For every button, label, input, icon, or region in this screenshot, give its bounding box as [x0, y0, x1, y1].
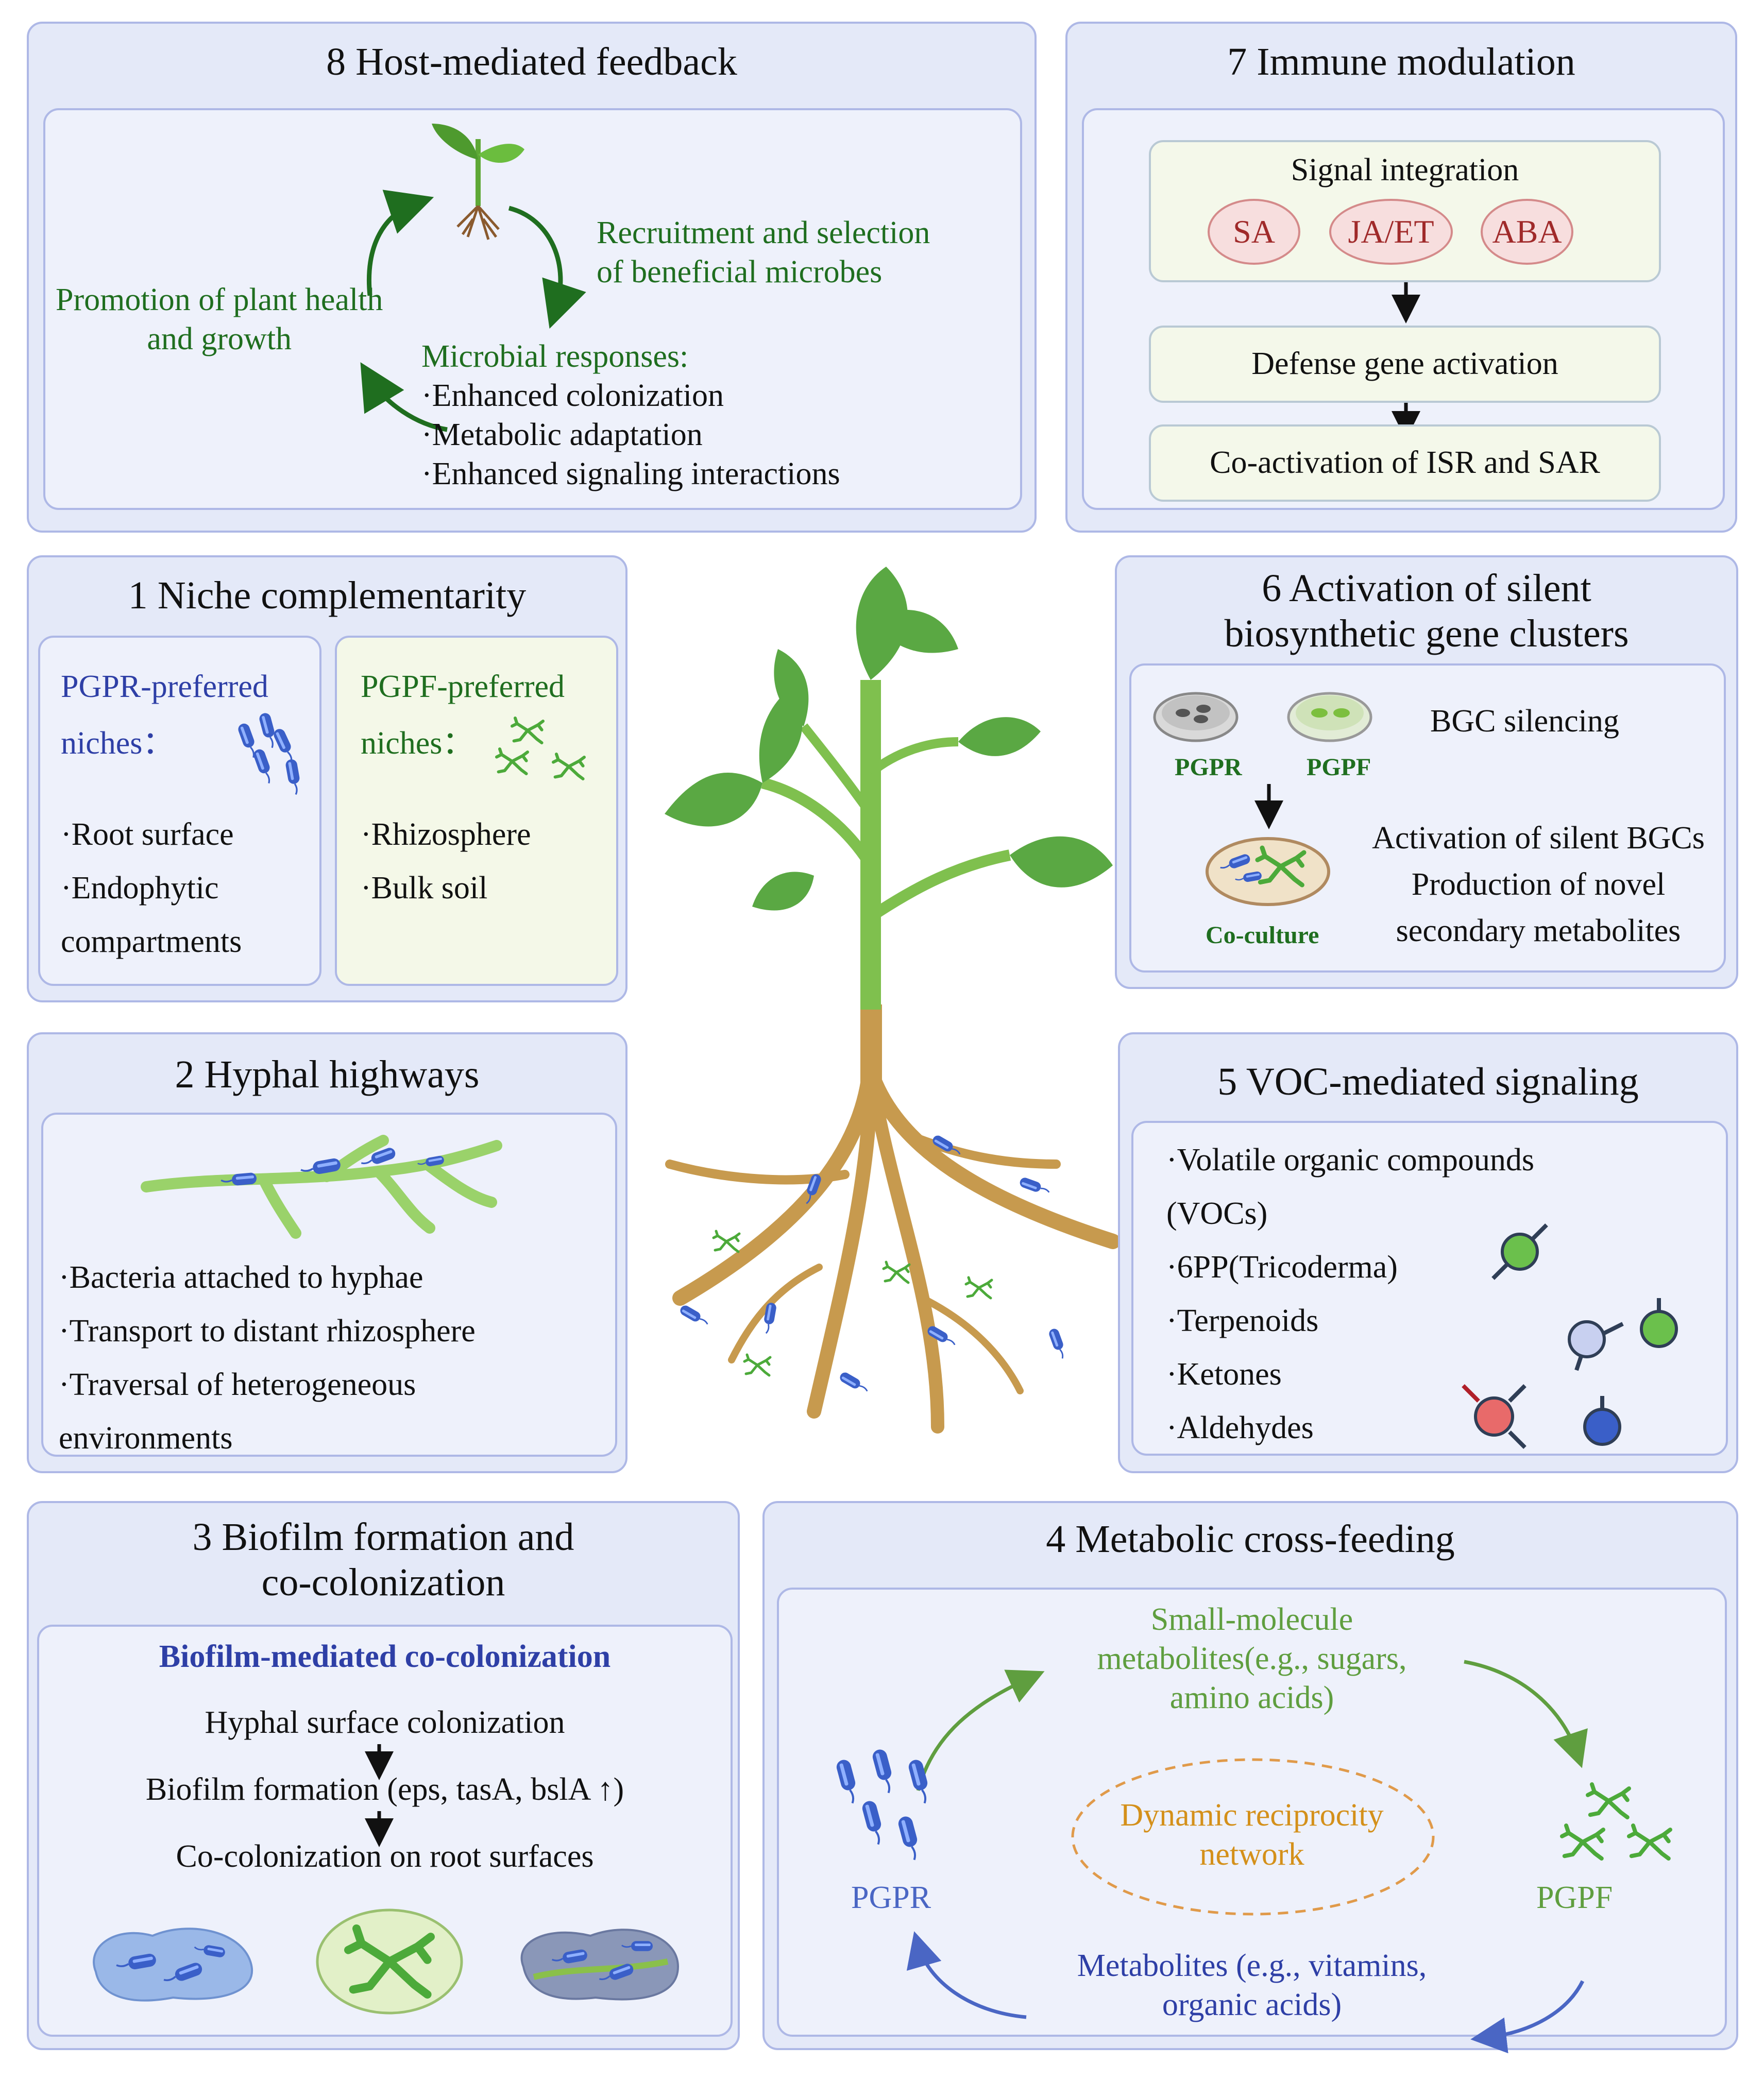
biofilm-icon — [316, 1908, 463, 2015]
panel-voc: 5 VOC-mediated signaling ·Volatile organ… — [1118, 1032, 1738, 1473]
defense-gene-box: Defense gene activation — [1149, 326, 1661, 403]
pgpf-label: PGPF — [1536, 1880, 1613, 1915]
panel-immune-modulation: 7 Immune modulation Signal integration S… — [1065, 22, 1737, 533]
panel-title: 8 Host-mediated feedback — [326, 40, 737, 83]
dish-label-pgpf: PGPF — [1307, 754, 1371, 781]
panel-host-feedback: 8 Host-mediated feedback Recruitment and… — [27, 22, 1037, 533]
fungi-icon — [1552, 1775, 1686, 1878]
pgpr-label: PGPR — [851, 1880, 931, 1915]
voc-body: ·Volatile organic compounds(VOCs)·6PP(Tr… — [1131, 1121, 1728, 1456]
panel-title: 4 Metabolic cross-feeding — [1046, 1518, 1455, 1561]
panel-title: 5 VOC-mediated signaling — [1217, 1060, 1639, 1103]
hyphal-items: ·Bacteria attached to hyphae·Transport t… — [59, 1260, 476, 1456]
plant-illustration — [665, 567, 1121, 1434]
panel-title: 1 Niche complementarity — [128, 574, 527, 617]
petri-dish-icon — [1206, 837, 1330, 906]
biofilm-icon — [520, 1929, 680, 2001]
signal-integration-box: Signal integration SA JA/ET ABA — [1149, 140, 1661, 282]
voc-items: ·Volatile organic compounds(VOCs)·6PP(Tr… — [1166, 1143, 1535, 1445]
panel-cross-feeding: 4 Metabolic cross-feeding Small-molecule… — [762, 1501, 1738, 2054]
hormone-sa: SA — [1208, 199, 1300, 265]
panel-title: 2 Hyphal highways — [175, 1053, 480, 1096]
bacteria-icon — [235, 711, 303, 796]
down-arrow-icon — [1392, 282, 1420, 323]
petri-dish-icon — [1287, 692, 1372, 742]
fungi-icon — [491, 715, 595, 787]
panel-hyphal-highways: 2 Hyphal highways ·Bacteria attached to … — [27, 1032, 627, 1473]
down-arrow-icon — [365, 1811, 394, 1847]
down-arrow-icon — [365, 1744, 394, 1780]
biofilm-body: Biofilm-mediated co-colonization Hyphal … — [37, 1625, 733, 2037]
dish-label-pgpr: PGPR — [1175, 754, 1242, 781]
immune-body: Signal integration SA JA/ET ABA Defense … — [1082, 108, 1725, 510]
down-arrow-icon — [1254, 784, 1283, 829]
seedling-icon — [432, 124, 524, 240]
bgc-body: PGPR PGPF BGC silencing Co-culture Activ… — [1129, 663, 1726, 973]
metabolites-text: Metabolites (e.g., vitamins,organic acid… — [1077, 1948, 1427, 2022]
down-arrow-icon — [1392, 403, 1420, 440]
hyphal-body: ·Bacteria attached to hyphae·Transport t… — [41, 1113, 617, 1457]
biofilm-icon — [93, 1928, 253, 2002]
microbial-responses: Microbial responses: ·Enhanced colonizat… — [421, 339, 840, 491]
feedback-cycle-arrows — [360, 190, 586, 432]
panel-title: 7 Immune modulation — [1227, 40, 1575, 83]
coactivation-box: Co-activation of ISR and SAR — [1149, 424, 1661, 502]
cycle-arrows — [906, 1660, 1588, 2054]
hormone-ja-et: JA/ET — [1329, 199, 1453, 265]
dish-label-coculture: Co-culture — [1206, 922, 1319, 949]
molecule-icon — [1462, 1211, 1678, 1449]
bacteria-icon — [834, 1747, 934, 1863]
petri-dish-icon — [1153, 692, 1239, 742]
hypha-icon — [141, 1135, 502, 1239]
hormone-aba: ABA — [1481, 199, 1573, 265]
